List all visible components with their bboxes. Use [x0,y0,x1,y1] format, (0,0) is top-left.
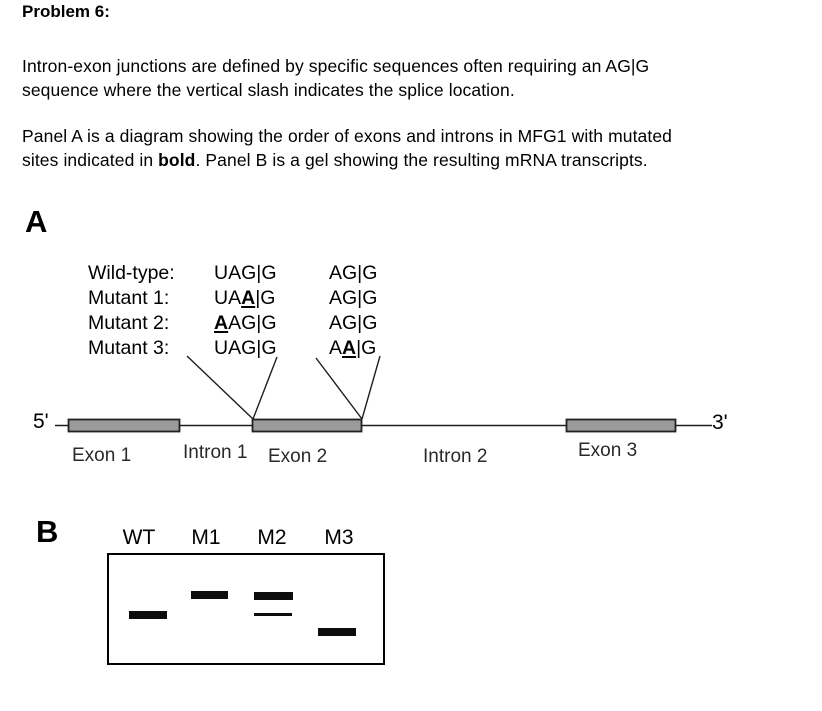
gel-band-wt-0 [129,611,167,619]
seq-row-name: Mutant 1: [88,287,170,309]
site2-sequence: AA|G [329,337,377,359]
seq-row-name: Mutant 2: [88,312,170,334]
five-prime-label: 5' [33,410,49,433]
gel-lane-label-wt: WT [122,526,156,549]
exon3-box [565,418,677,433]
gel-band-m2-2 [254,592,293,600]
splice-pointer-line [252,356,278,420]
mutated-base: A [241,287,256,309]
gel-lane-label-m3: M3 [324,526,354,549]
panel-a-label: A [25,204,48,239]
panel-b-label: B [36,514,59,549]
exon3-label: Exon 3 [578,440,638,461]
seq-row-mutant-3: Mutant 3: UAG|G AA|G [88,336,377,361]
description-line-2-pre: sites indicated in [22,149,159,170]
site1-sequence: AAG|G [214,312,277,334]
description-line-2-post: . Panel B is a gel showing the resulting… [195,149,648,170]
description-line-1: Panel A is a diagram showing the order o… [22,126,673,146]
three-prime-label: 3' [712,411,728,434]
exon1-label: Exon 1 [72,445,132,466]
intro-line-2: sequence where the vertical slash indica… [22,79,515,100]
seq-row-mutant-1: Mutant 1: UAA|G AG|G [88,286,377,311]
gene-diagram [55,355,712,433]
exon1-box [67,418,181,433]
seq-row-wild-type: Wild-type: UAG|G AG|G [88,261,377,286]
site2-sequence: AG|G [329,287,378,309]
site1-sequence: UAG|G [214,262,277,284]
splice-pointer-line [186,355,254,420]
splice-pointer-line [361,355,381,420]
mutated-base: A [342,337,357,359]
bold-word: bold [158,149,196,170]
intro-line-1: Intron-exon junctions are defined by spe… [22,56,650,76]
gel-band-m3-4 [318,628,356,636]
site1-sequence: UAG|G [214,337,277,359]
exon2-label: Exon 2 [268,446,328,467]
intron2-label: Intron 2 [423,446,488,467]
gel-lane-label-m2: M2 [257,526,287,549]
problem-title: Problem 6: [22,2,110,21]
seq-row-name: Wild-type: [88,262,175,284]
gel-box [107,553,385,665]
panel-description-paragraph: Panel A is a diagram showing the order o… [22,125,672,172]
site2-sequence: AG|G [329,312,378,334]
mutated-base: A [214,312,229,334]
site2-sequence: AG|G [329,262,378,284]
seq-row-name: Mutant 3: [88,337,170,359]
intron1-label: Intron 1 [183,442,248,463]
splice-site-table: Wild-type: UAG|G AG|G Mutant 1: UAA|G AG… [88,261,377,361]
exon2-box [251,418,363,433]
splice-pointer-line [315,357,363,420]
intro-paragraph: Intron-exon junctions are defined by spe… [22,55,649,102]
gel-band-m1-1 [191,591,228,599]
site1-sequence: UAA|G [214,287,276,309]
gel-band-m2-3 [254,613,292,616]
seq-row-mutant-2: Mutant 2: AAG|G AG|G [88,311,377,336]
gel-lane-label-m1: M1 [191,526,221,549]
